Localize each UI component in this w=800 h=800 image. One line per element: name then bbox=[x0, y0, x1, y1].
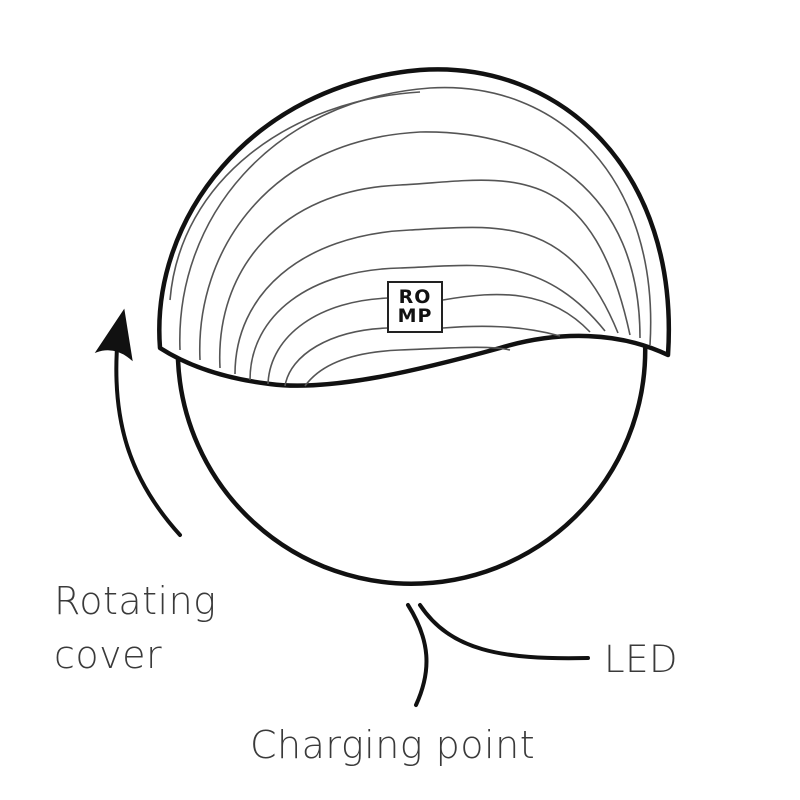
grain-line bbox=[442, 293, 591, 333]
logo-line-2: MP bbox=[397, 305, 433, 327]
romp-logo: RO MP bbox=[387, 281, 443, 333]
logo-line-1: RO bbox=[398, 286, 432, 308]
grain-line bbox=[442, 325, 561, 337]
grain-line bbox=[284, 327, 389, 387]
led-leader bbox=[418, 603, 590, 661]
grain-line bbox=[249, 264, 606, 381]
grain-line bbox=[267, 297, 391, 385]
led-label: LED bbox=[604, 638, 678, 681]
curved-arrow-up-icon bbox=[94, 308, 133, 362]
charging-point-leader bbox=[406, 603, 429, 707]
grain-line bbox=[179, 86, 652, 351]
device-body-outline bbox=[175, 337, 648, 586]
rotating-cover-outline bbox=[157, 67, 672, 388]
rotating-cover-label-line1: Rotating bbox=[54, 579, 217, 623]
charging-point-label: Charging point bbox=[250, 723, 536, 767]
grain-line bbox=[234, 226, 619, 375]
cover-grain-lines bbox=[169, 86, 652, 387]
rotating-cover-label-line2: cover bbox=[54, 633, 163, 677]
grain-line bbox=[304, 346, 511, 387]
grain-line bbox=[219, 179, 631, 369]
rotating-arrow-shaft bbox=[114, 333, 182, 537]
rotating-cover-label: Rotating cover bbox=[54, 574, 274, 682]
grain-line bbox=[169, 91, 421, 301]
grain-line bbox=[199, 131, 641, 361]
